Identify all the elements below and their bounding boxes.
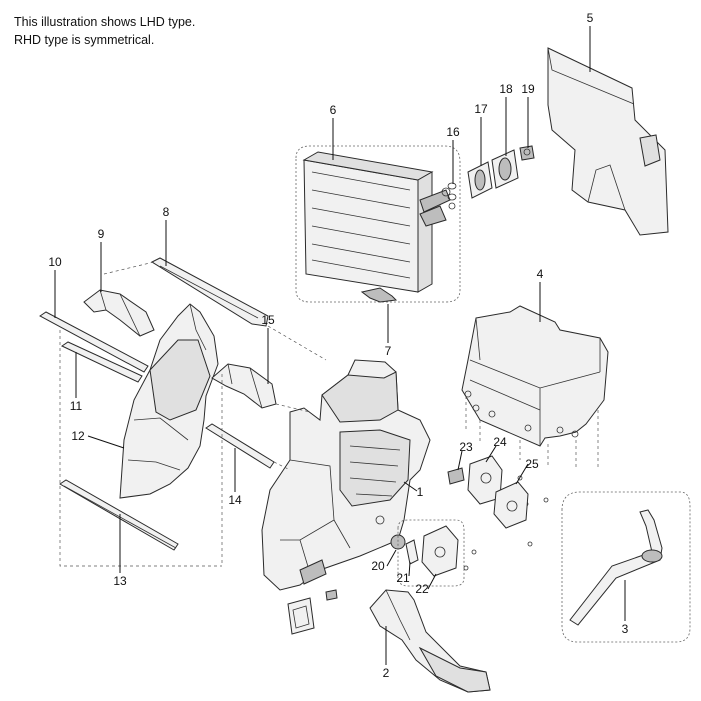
callout-19: 19 [521,82,535,96]
callout-5: 5 [587,11,594,25]
note-line-rhd: RHD type is symmetrical. [14,33,155,47]
callout-24: 24 [493,435,507,449]
part-1-main-case [261,359,431,591]
part-17-seal [467,161,493,199]
callout-14: 14 [228,493,242,507]
callout-2: 2 [383,666,390,680]
part-4-upper-case [461,305,609,470]
part-10-rod [39,311,149,373]
callout-20: 20 [371,559,385,573]
part-2-floor-duct [369,589,491,693]
callout-17: 17 [474,102,488,116]
part-15-bracket [211,363,277,409]
callout-10: 10 [48,255,62,269]
part-5-cover-panel [547,47,669,236]
part-14-rod [205,423,275,469]
callout-7: 7 [385,344,392,358]
part-12-side-panel [119,303,219,499]
callout-4: 4 [537,267,544,281]
part-21-bracket [405,539,419,565]
case-gasket [287,597,315,635]
callout-6: 6 [330,103,337,117]
actuator-group-21-22 [397,519,465,587]
callout-8: 8 [163,205,170,219]
part-8-link-rod [150,257,269,327]
part-11-rod [60,341,143,383]
callout-numbers: 1 2 3 4 5 6 7 8 9 10 11 12 13 14 15 16 1… [48,11,628,680]
part-13-long-rod [59,479,179,551]
callout-22: 22 [415,582,429,596]
callout-9: 9 [98,227,105,241]
case-drain-clip [325,589,338,601]
projection-lines [59,261,327,567]
callout-13: 13 [113,574,127,588]
part-25-actuator [493,481,549,547]
leader-lines [54,26,626,665]
callout-1: 1 [417,485,424,499]
part-16-orings [447,182,457,201]
part-6-evaporator-core [295,145,461,303]
callout-23: 23 [459,440,473,454]
part-7-clip [360,287,398,303]
part-3-drain-hose [561,491,691,643]
part-22-actuator [421,525,477,577]
callout-18: 18 [499,82,513,96]
callout-15: 15 [261,313,275,327]
callout-25: 25 [525,457,539,471]
callout-16: 16 [446,125,460,139]
callout-3: 3 [622,622,629,636]
callout-12: 12 [71,429,85,443]
part-19-expansion-valve [519,145,535,161]
illustration-note: This illustration shows LHD type. RHD ty… [14,13,195,49]
part-9-bracket [83,289,155,337]
callout-21: 21 [396,571,410,585]
callout-11: 11 [70,399,83,413]
part-18-seal [491,149,519,189]
part-23-gear [447,467,465,485]
note-line-lhd: This illustration shows LHD type. [14,15,196,29]
